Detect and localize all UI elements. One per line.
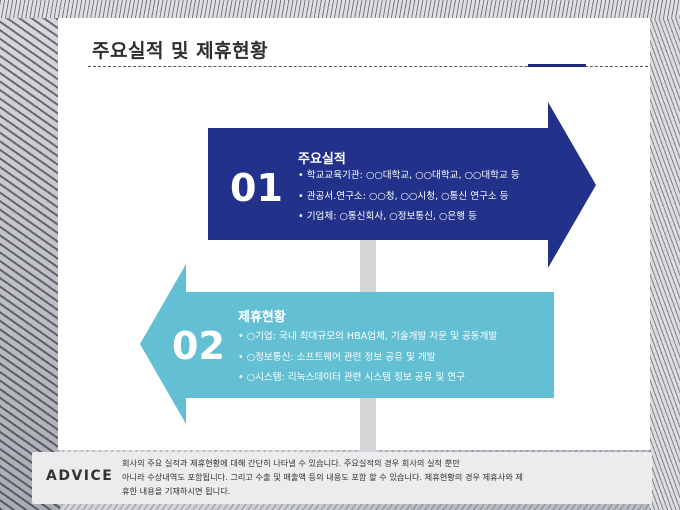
- list-item: ○기업: 국내 최대규모의 HBA업체, 기술개발 자문 및 공동개발: [238, 327, 498, 348]
- list-item: ○시스템: 리눅스데이터 관련 시스템 정보 공유 및 연구: [238, 368, 497, 389]
- list-item: 기업체: ○통신회사, ○정보통신, ○은행 등: [298, 207, 520, 228]
- list-item: 관공서.연구소: ○○청, ○○시청, ○통신 연구소 등: [298, 187, 520, 208]
- title-divider-accent: [528, 64, 586, 67]
- achievements-heading: 주요실적: [298, 152, 346, 167]
- achievements-number: 01: [230, 166, 283, 210]
- advice-label: ADVICE: [46, 468, 114, 484]
- background-left-pattern: [0, 0, 60, 510]
- advice-line: 회사의 주요 실적과 제휴현황에 대해 간단히 나타낼 수 있습니다. 주요실적…: [122, 458, 460, 468]
- list-item: 학교교육기관: ○○대학교, ○○대학교, ○○대학교 등: [298, 166, 520, 187]
- advice-text: 회사의 주요 실적과 제휴현황에 대해 간단히 나타낼 수 있습니다. 주요실적…: [122, 456, 642, 498]
- background-top-pattern: [0, 0, 680, 18]
- partnership-heading: 제휴현황: [238, 310, 286, 325]
- page-title: 주요실적 및 제휴현황: [92, 40, 269, 62]
- advice-line: 아니라 수상내역도 포함됩니다. 그리고 수출 및 매출액 등의 내용도 포함 …: [122, 472, 523, 482]
- partnership-list: ○기업: 국내 최대규모의 HBA업체, 기술개발 자문 및 공동개발 ○정보통…: [238, 327, 498, 389]
- list-item: ○정보통신: 소프트웨어 관련 정보 공유 및 개발: [238, 348, 497, 369]
- advice-line: 휴한 내용을 기재하시면 됩니다.: [122, 486, 231, 496]
- title-divider: [88, 66, 648, 67]
- advice-box: [32, 452, 652, 504]
- partnership-number: 02: [172, 324, 225, 368]
- achievements-list: 학교교육기관: ○○대학교, ○○대학교, ○○대학교 등 관공서.연구소: ○…: [298, 166, 520, 228]
- background-right-pattern: [650, 0, 680, 510]
